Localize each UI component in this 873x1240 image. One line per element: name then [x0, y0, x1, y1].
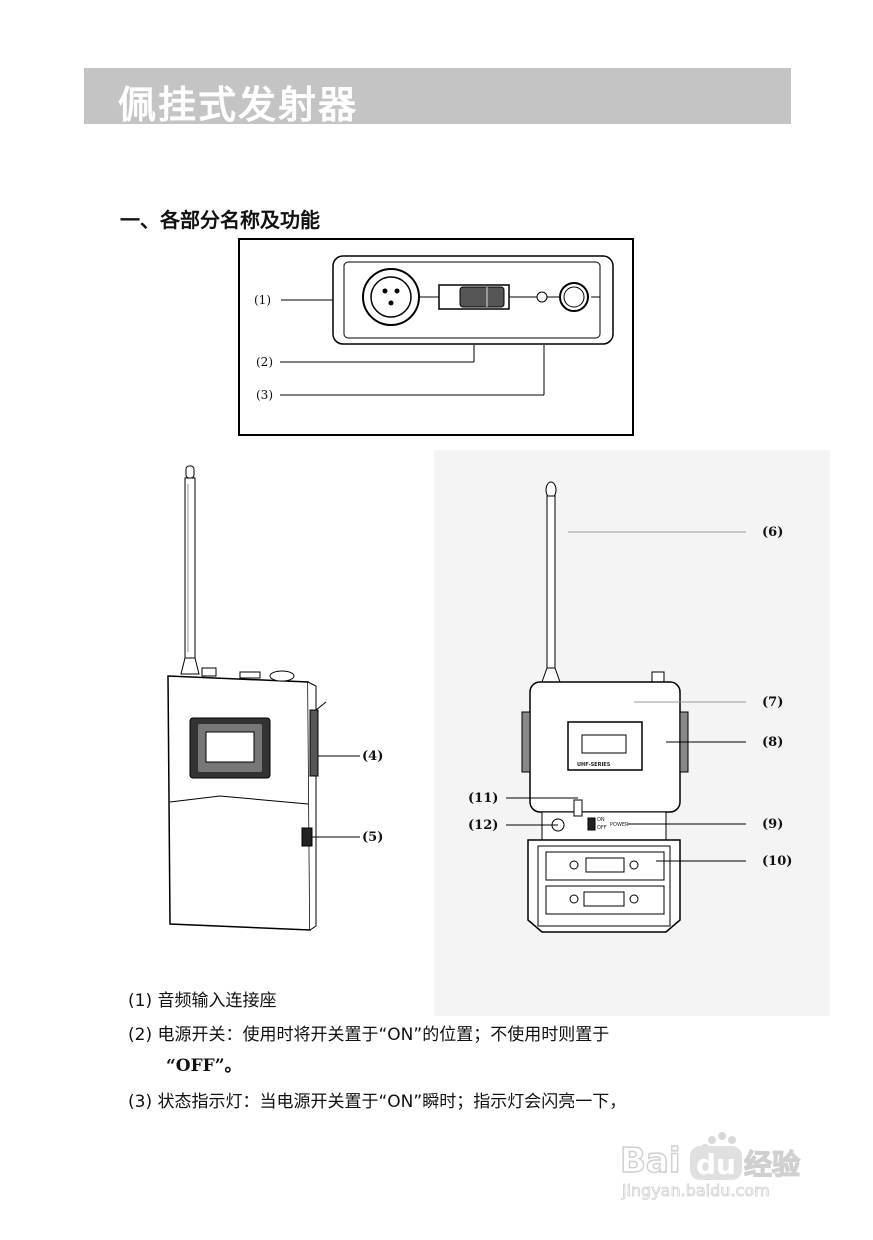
label-5: (5): [362, 830, 383, 845]
page-title: 佩挂式发射器: [118, 82, 359, 127]
title-bar: 佩挂式发射器: [84, 68, 791, 127]
label-12: (12): [468, 818, 498, 833]
status-indicator-led: [536, 291, 548, 303]
label-10: (10): [762, 854, 792, 869]
belt-clip: [309, 709, 319, 777]
label-7: (7): [762, 695, 783, 710]
section-heading: 一、各部分名称及功能: [120, 208, 320, 232]
transmitter-front-view: (4) (5): [167, 465, 383, 931]
label-1: (1): [254, 293, 271, 307]
baidu-jingyan-watermark: Bai du 经验 jingyan.baidu.com: [620, 1132, 801, 1200]
watermark-brand-2: du: [696, 1148, 736, 1181]
label-6: (6): [762, 525, 783, 540]
label-8: (8): [762, 735, 783, 750]
label-2: (2): [256, 355, 273, 369]
side-switch: [301, 827, 313, 847]
label-9: (9): [762, 817, 783, 832]
description-item-2-continued: “OFF”。: [166, 1056, 242, 1076]
power-text: POWER: [610, 822, 629, 828]
switch-on-text: ON: [597, 817, 605, 823]
description-item-1: (1) 音频输入连接座: [128, 991, 277, 1011]
switch-off-text: OFF: [597, 825, 607, 831]
transmitter-open-view: UHF-SERIES ON OFF POWER (6) (7) (8) (9) …: [468, 481, 792, 933]
label-11: (11): [468, 791, 498, 806]
watermark-url: jingyan.baidu.com: [621, 1181, 770, 1200]
watermark-brand-3: 经验: [744, 1148, 800, 1181]
device-badge: UHF-SERIES: [577, 762, 611, 768]
label-4: (4): [362, 749, 383, 764]
watermark-brand: Bai: [620, 1141, 681, 1181]
top-panel-diagram: (1) (2) (3): [238, 238, 634, 436]
description-item-2: (2) 电源开关：使用时将开关置于“ON”的位置；不使用时则置于: [128, 1025, 610, 1045]
description-item-3: (3) 状态指示灯：当电源开关置于“ON”瞬时；指示灯会闪亮一下，: [128, 1092, 627, 1112]
label-3: (3): [256, 388, 273, 402]
